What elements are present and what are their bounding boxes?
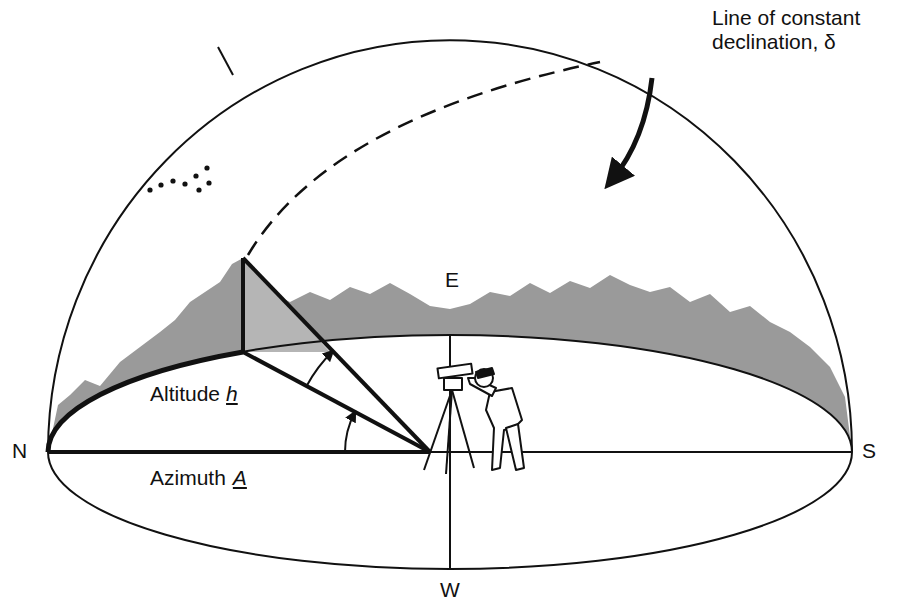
angle-label: Altitude <box>150 382 220 406</box>
azimuth-arc <box>345 412 355 452</box>
compass-point: N <box>12 439 27 463</box>
compass-point: E <box>445 268 459 292</box>
zenith-tick <box>218 47 233 75</box>
altitude-arc <box>307 351 333 386</box>
sky-dome <box>48 40 852 452</box>
star-vertical <box>241 258 245 352</box>
angle-symbol: A <box>233 466 247 490</box>
declination-path <box>248 62 600 255</box>
horizon-thick <box>48 352 243 452</box>
motion-arrow <box>612 78 652 180</box>
surveyor-figure <box>424 364 524 474</box>
north-line <box>48 450 430 454</box>
compass-point: W <box>440 578 460 602</box>
angle-symbol: h <box>226 382 238 406</box>
angle-label: Azimuth <box>150 466 226 490</box>
azimuth-line <box>243 352 430 452</box>
star-cluster <box>147 165 211 192</box>
compass-point: S <box>862 439 876 463</box>
declination-label: Line of constant declination, δ <box>712 6 887 54</box>
star-sightline <box>243 258 430 452</box>
horizon-circle <box>48 335 852 569</box>
